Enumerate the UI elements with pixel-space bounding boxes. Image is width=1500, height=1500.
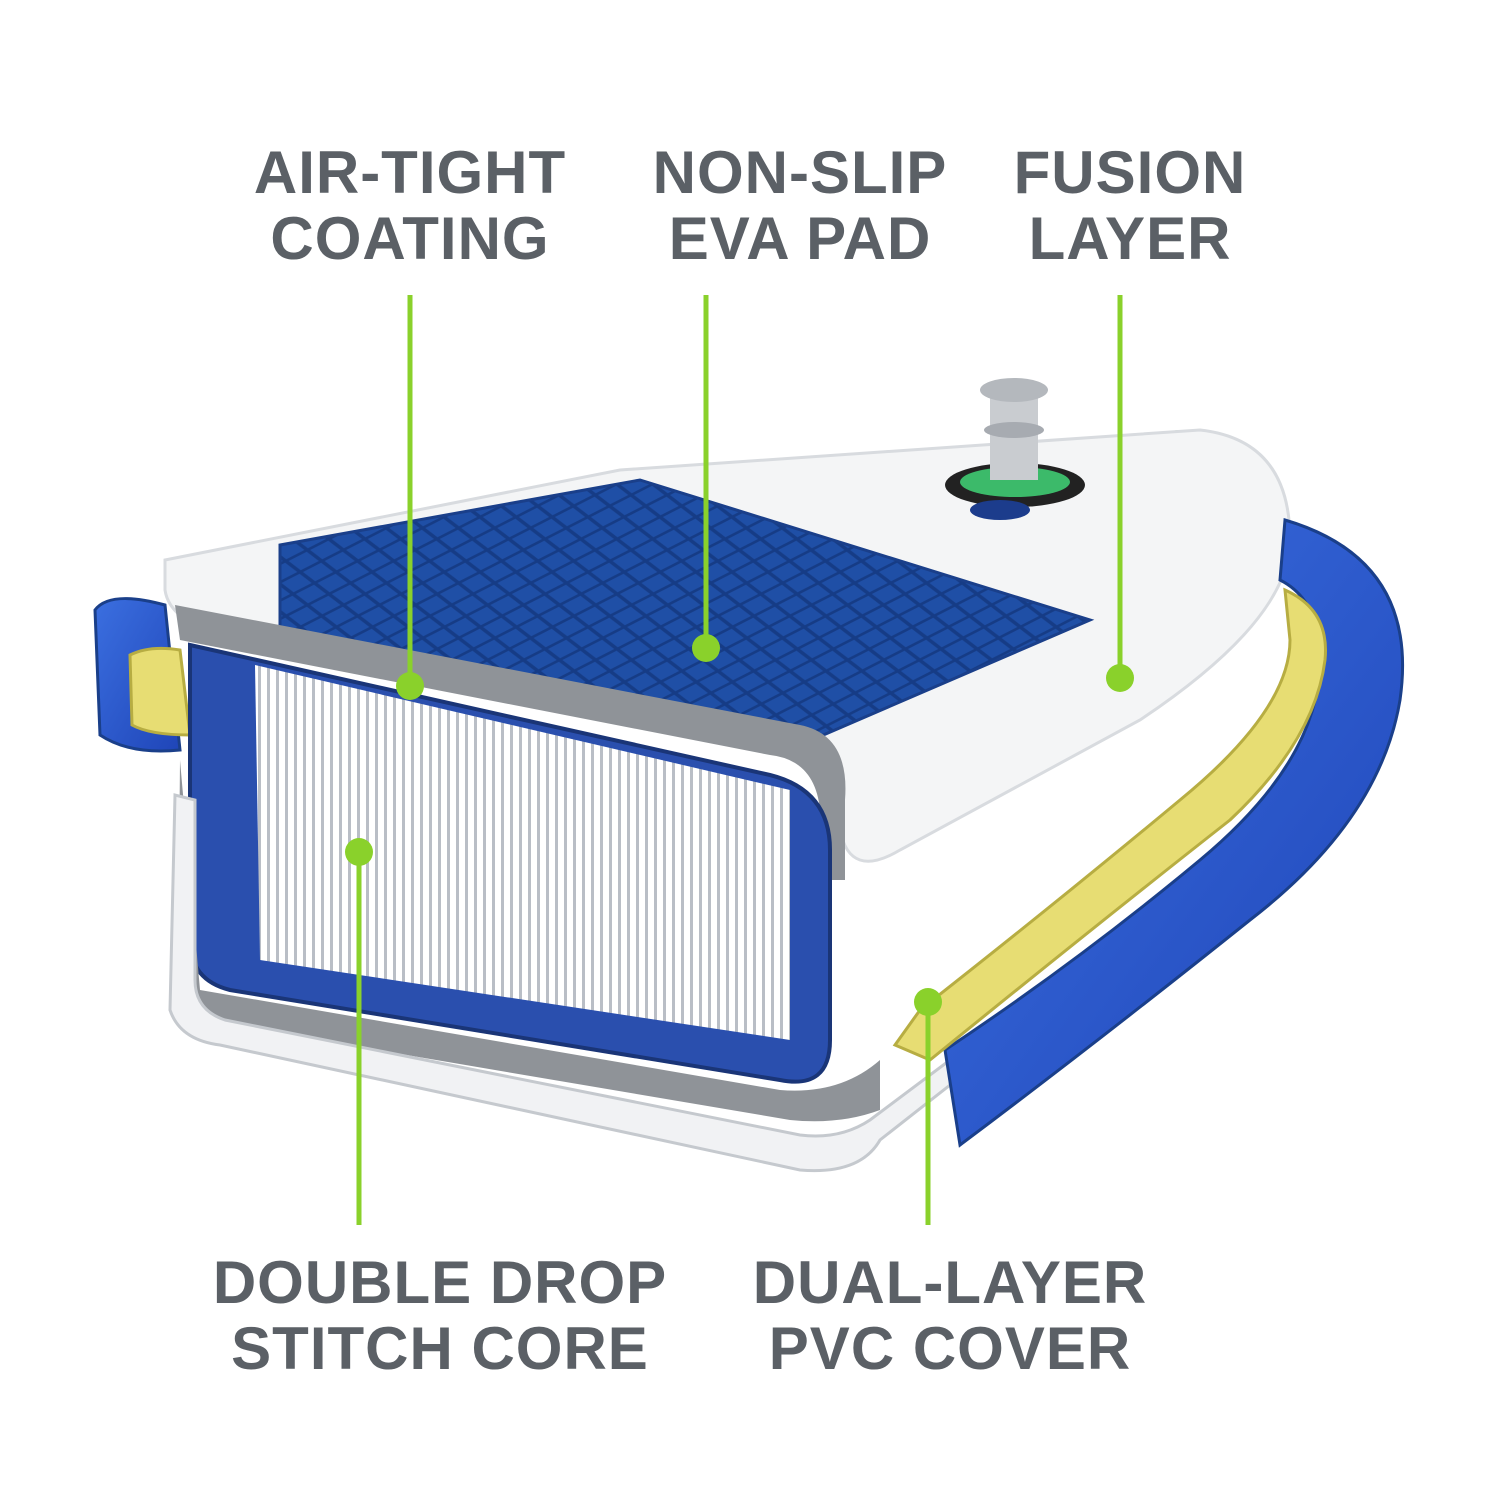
label-line: DOUBLE DROP xyxy=(212,1249,668,1316)
upper-gray-layer xyxy=(175,605,846,880)
label-line: PVC COVER xyxy=(768,1315,1132,1382)
drop-stitch-fibers xyxy=(255,665,790,1040)
label-line: COATING xyxy=(270,205,550,272)
leader-lines xyxy=(345,295,1134,1225)
label-line: AIR-TIGHT xyxy=(253,139,567,206)
dot-dual-layer xyxy=(914,988,942,1016)
label-air-tight-coating: AIR-TIGHT COATING xyxy=(240,140,580,272)
dot-fusion xyxy=(1106,664,1134,692)
label-line: STITCH CORE xyxy=(231,1315,649,1382)
lower-gray-layer xyxy=(177,760,880,1122)
dot-non-slip xyxy=(692,634,720,662)
label-line: LAYER xyxy=(1028,205,1232,272)
label-dual-layer-pvc-cover: DUAL-LAYER PVC COVER xyxy=(740,1250,1160,1382)
dot-double-drop xyxy=(345,838,373,866)
label-line: FUSION xyxy=(1013,139,1247,206)
right-side-rail xyxy=(892,518,1405,1148)
label-line: EVA PAD xyxy=(668,205,932,272)
dot-air-tight xyxy=(396,672,424,700)
air-valve xyxy=(945,378,1085,520)
label-line: NON-SLIP xyxy=(652,139,948,206)
left-side-rail-cut xyxy=(93,597,192,753)
label-double-drop-stitch-core: DOUBLE DROP STITCH CORE xyxy=(200,1250,680,1382)
label-non-slip-eva-pad: NON-SLIP EVA PAD xyxy=(630,140,970,272)
label-line: DUAL-LAYER xyxy=(752,1249,1148,1316)
label-fusion-layer: FUSION LAYER xyxy=(990,140,1270,272)
